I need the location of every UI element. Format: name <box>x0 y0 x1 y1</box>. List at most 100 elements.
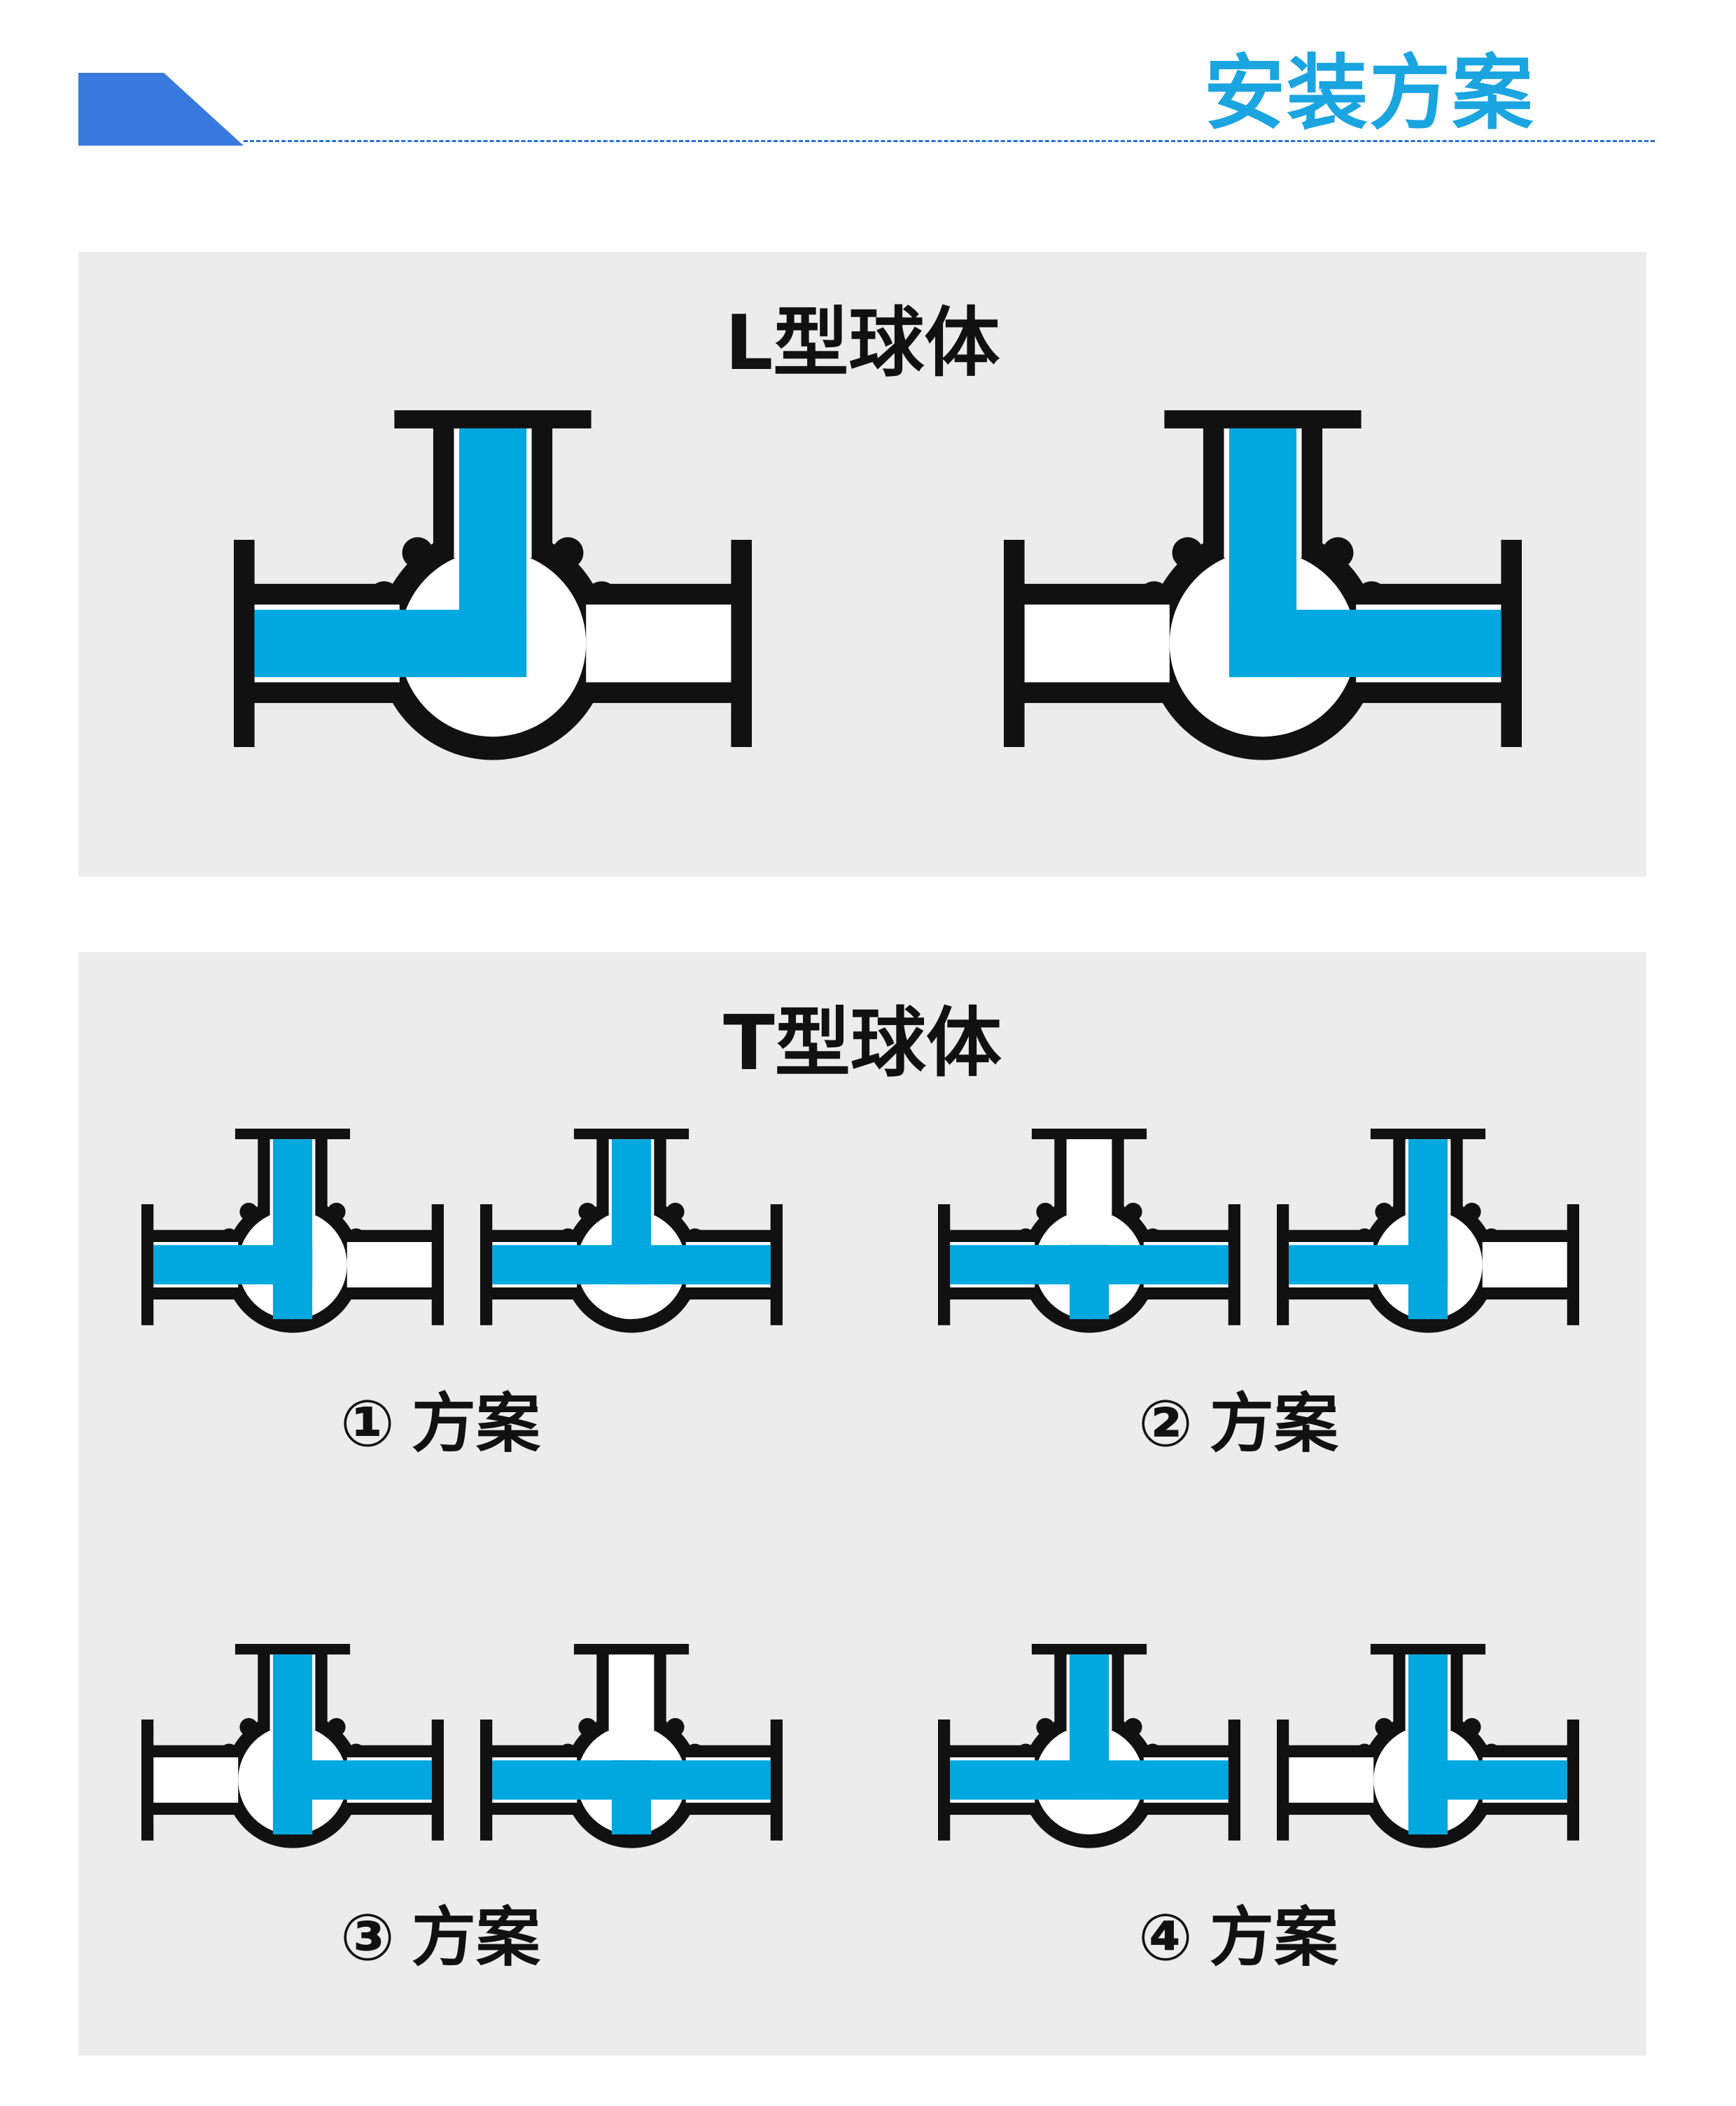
flow-channel <box>492 1760 771 1835</box>
l-ball-title: L型球体 <box>724 300 1000 387</box>
bolt-bump <box>1322 537 1354 569</box>
left-flange <box>480 1720 493 1841</box>
bolt-bump <box>1462 1717 1481 1736</box>
top-bore <box>1066 1139 1112 1215</box>
flow-channel <box>950 1245 1228 1320</box>
t-valve-diagram <box>1277 1129 1579 1355</box>
top-flange <box>1031 1644 1147 1655</box>
scheme-label: 方案 <box>1209 1900 1338 1975</box>
bolt-bump <box>1124 1717 1142 1736</box>
bolt-bump <box>239 1717 258 1736</box>
left-flange <box>938 1204 951 1325</box>
page-title: 安装方案 <box>1204 46 1534 141</box>
t-valve-diagram <box>938 1644 1240 1871</box>
valve-svg <box>938 1644 1240 1848</box>
scheme-label: 方案 <box>411 1386 540 1461</box>
top-bore <box>608 1654 654 1731</box>
top-flange <box>234 1644 351 1655</box>
right-flange <box>770 1204 783 1325</box>
page-header: 安装方案 <box>0 0 1736 168</box>
scheme-number: ④ <box>1138 1900 1193 1975</box>
flow-arm-top <box>611 1139 652 1285</box>
bolt-bump <box>239 1202 258 1221</box>
top-flange <box>1164 410 1362 428</box>
right-flange <box>1567 1204 1579 1325</box>
scheme-number: ③ <box>340 1900 395 1975</box>
top-flange <box>573 1644 690 1655</box>
flow-arm-bottom <box>611 1760 652 1835</box>
valve-svg <box>1277 1644 1579 1848</box>
scheme-number: ① <box>340 1386 395 1461</box>
valve-svg <box>480 1644 783 1848</box>
bolt-bump <box>578 1717 597 1736</box>
left-flange <box>938 1720 951 1841</box>
right-flange <box>431 1720 444 1841</box>
valve-svg <box>1277 1129 1579 1333</box>
left-bore <box>1289 1757 1374 1803</box>
right-flange <box>731 540 752 747</box>
valve-svg <box>938 1129 1240 1333</box>
bolt-bump <box>1462 1202 1481 1221</box>
bolt-bump <box>327 1202 346 1221</box>
bolt-bump <box>1375 1202 1394 1221</box>
right-flange <box>1567 1720 1579 1841</box>
bolt-bump <box>1375 1717 1394 1736</box>
valve-svg <box>141 1644 444 1848</box>
valve-svg <box>234 410 752 760</box>
right-flange <box>1501 540 1522 747</box>
right-flange <box>770 1720 783 1841</box>
left-flange <box>1277 1204 1289 1325</box>
bolt-bump <box>666 1717 685 1736</box>
left-bore <box>153 1757 239 1803</box>
left-flange <box>141 1204 154 1325</box>
t-valve-diagram <box>480 1129 783 1355</box>
valve-svg <box>480 1129 783 1333</box>
valve-svg <box>1004 410 1522 760</box>
bolt-bump <box>666 1202 685 1221</box>
bolt-bump <box>552 537 584 569</box>
flow-channel <box>272 1654 432 1835</box>
scheme-number: ② <box>1138 1386 1193 1461</box>
bolt-bump <box>578 1202 597 1221</box>
valve-svg <box>141 1129 444 1333</box>
top-flange <box>1370 1644 1486 1655</box>
flow-arm-bottom <box>1408 1760 1448 1835</box>
header-accent-tab <box>78 73 244 146</box>
left-bore <box>1024 604 1170 683</box>
t-ball-title: T型球体 <box>723 1000 1002 1087</box>
header-dashed-divider <box>244 140 1655 142</box>
scheme-label: 方案 <box>411 1900 540 1975</box>
scheme-label: 方案 <box>1209 1386 1338 1461</box>
left-flange <box>1277 1720 1289 1841</box>
flow-channel <box>492 1139 771 1285</box>
l-valve-diagram <box>1004 410 1522 799</box>
left-flange <box>234 540 255 747</box>
right-flange <box>431 1204 444 1325</box>
flow-arm-top <box>458 428 527 678</box>
flow-channel <box>950 1654 1228 1800</box>
bolt-bump <box>1124 1202 1142 1221</box>
left-flange <box>480 1204 493 1325</box>
bolt-bump <box>1036 1202 1055 1221</box>
top-flange <box>1370 1129 1486 1140</box>
left-flange <box>141 1720 154 1841</box>
bolt-bump <box>402 537 433 569</box>
flow-channel <box>1289 1139 1448 1320</box>
t-valve-diagram <box>141 1129 444 1355</box>
flow-arm-top <box>1228 428 1297 678</box>
top-flange <box>573 1129 690 1140</box>
flow-arm-bottom <box>1408 1245 1448 1320</box>
bolt-bump <box>1172 537 1203 569</box>
top-flange <box>394 410 592 428</box>
flow-channel <box>1228 428 1502 678</box>
right-bore <box>346 1242 432 1288</box>
left-flange <box>1004 540 1025 747</box>
top-flange <box>1031 1129 1147 1140</box>
flow-channel <box>1408 1654 1567 1835</box>
l-ball-panel: L型球体 <box>78 252 1646 877</box>
right-flange <box>1228 1204 1240 1325</box>
